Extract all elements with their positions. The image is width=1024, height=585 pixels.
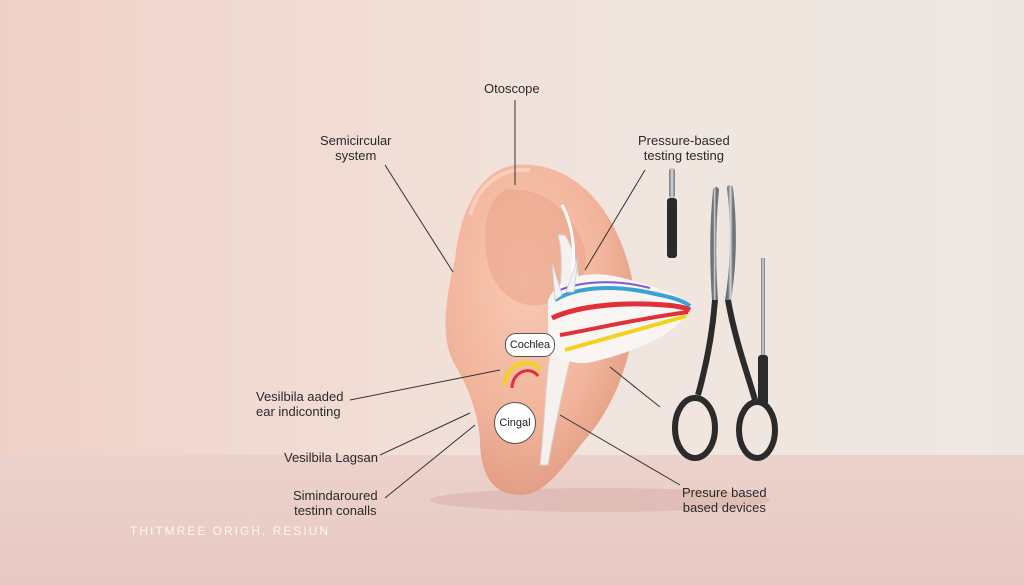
bundle-spike-1 xyxy=(551,261,563,301)
label-pressure-testing: Pressure-based testing testing xyxy=(638,133,730,163)
stripe-blue xyxy=(553,286,692,308)
probe-tool-tip xyxy=(669,168,675,198)
stripe-yellow xyxy=(564,314,687,352)
leader-pressure-devices xyxy=(559,414,681,486)
scissors-blade-left xyxy=(710,187,719,303)
label-vestibular-line1: Vesilbila aaded xyxy=(256,389,344,404)
stripe-red-2 xyxy=(559,310,689,337)
label-semicircular-line2: system xyxy=(335,148,377,163)
leader-devices-right xyxy=(609,366,661,408)
tube-highlight xyxy=(560,204,576,276)
probe-tool-body xyxy=(667,198,677,258)
leader-simindaroured xyxy=(384,424,476,499)
label-pressure-devices-line1: Presure based xyxy=(682,485,767,500)
nerve-bundle-white xyxy=(548,274,690,364)
label-simindaroured-line2: testinn conalls xyxy=(294,503,377,518)
label-cingal: Cingal xyxy=(494,402,536,444)
leader-pressure-testing xyxy=(584,169,646,271)
label-pressure-testing-line1: Pressure-based xyxy=(638,133,730,148)
cochlea-ring xyxy=(503,360,542,386)
scissors-ring-left xyxy=(672,395,718,461)
cochlea-ring-red xyxy=(510,369,540,389)
scissors-ring-right xyxy=(736,399,778,461)
label-vestibula-lagsan: Vesilbila Lagsan xyxy=(284,450,378,465)
thin-probe-shaft xyxy=(761,258,765,358)
label-semicircular: Semicircular system xyxy=(320,133,392,163)
label-otoscope: Otoscope xyxy=(484,81,540,96)
watermark-text: THITMREE ORIGH, RESIUN xyxy=(130,524,331,538)
stripe-red xyxy=(550,301,692,321)
label-simindaroured: Simindaroured testinn conalls xyxy=(293,488,378,518)
leader-vestibula-lagsan xyxy=(379,412,471,456)
label-pressure-devices: Presure based based devices xyxy=(682,485,767,515)
label-cochlea: Cochlea xyxy=(505,333,555,357)
scissors-handle-right xyxy=(725,299,758,401)
label-vestibular: Vesilbila aaded ear indiconting xyxy=(256,389,343,419)
ear-helix-rim xyxy=(468,167,531,216)
label-vestibular-line2: ear indiconting xyxy=(256,404,341,419)
scissors-handle-left xyxy=(695,299,718,396)
bundle-spike-2 xyxy=(565,257,579,293)
scissors-blade-right xyxy=(725,185,736,303)
leader-vestibular xyxy=(349,369,501,401)
label-semicircular-line1: Semicircular xyxy=(320,133,392,148)
label-simindaroured-line1: Simindaroured xyxy=(293,488,378,503)
thin-probe-handle xyxy=(758,355,768,405)
label-pressure-devices-line2: based devices xyxy=(682,500,766,515)
label-pressure-testing-line2: testing testing xyxy=(643,148,724,163)
leader-semicircular xyxy=(384,164,454,273)
leader-lines xyxy=(349,100,681,499)
